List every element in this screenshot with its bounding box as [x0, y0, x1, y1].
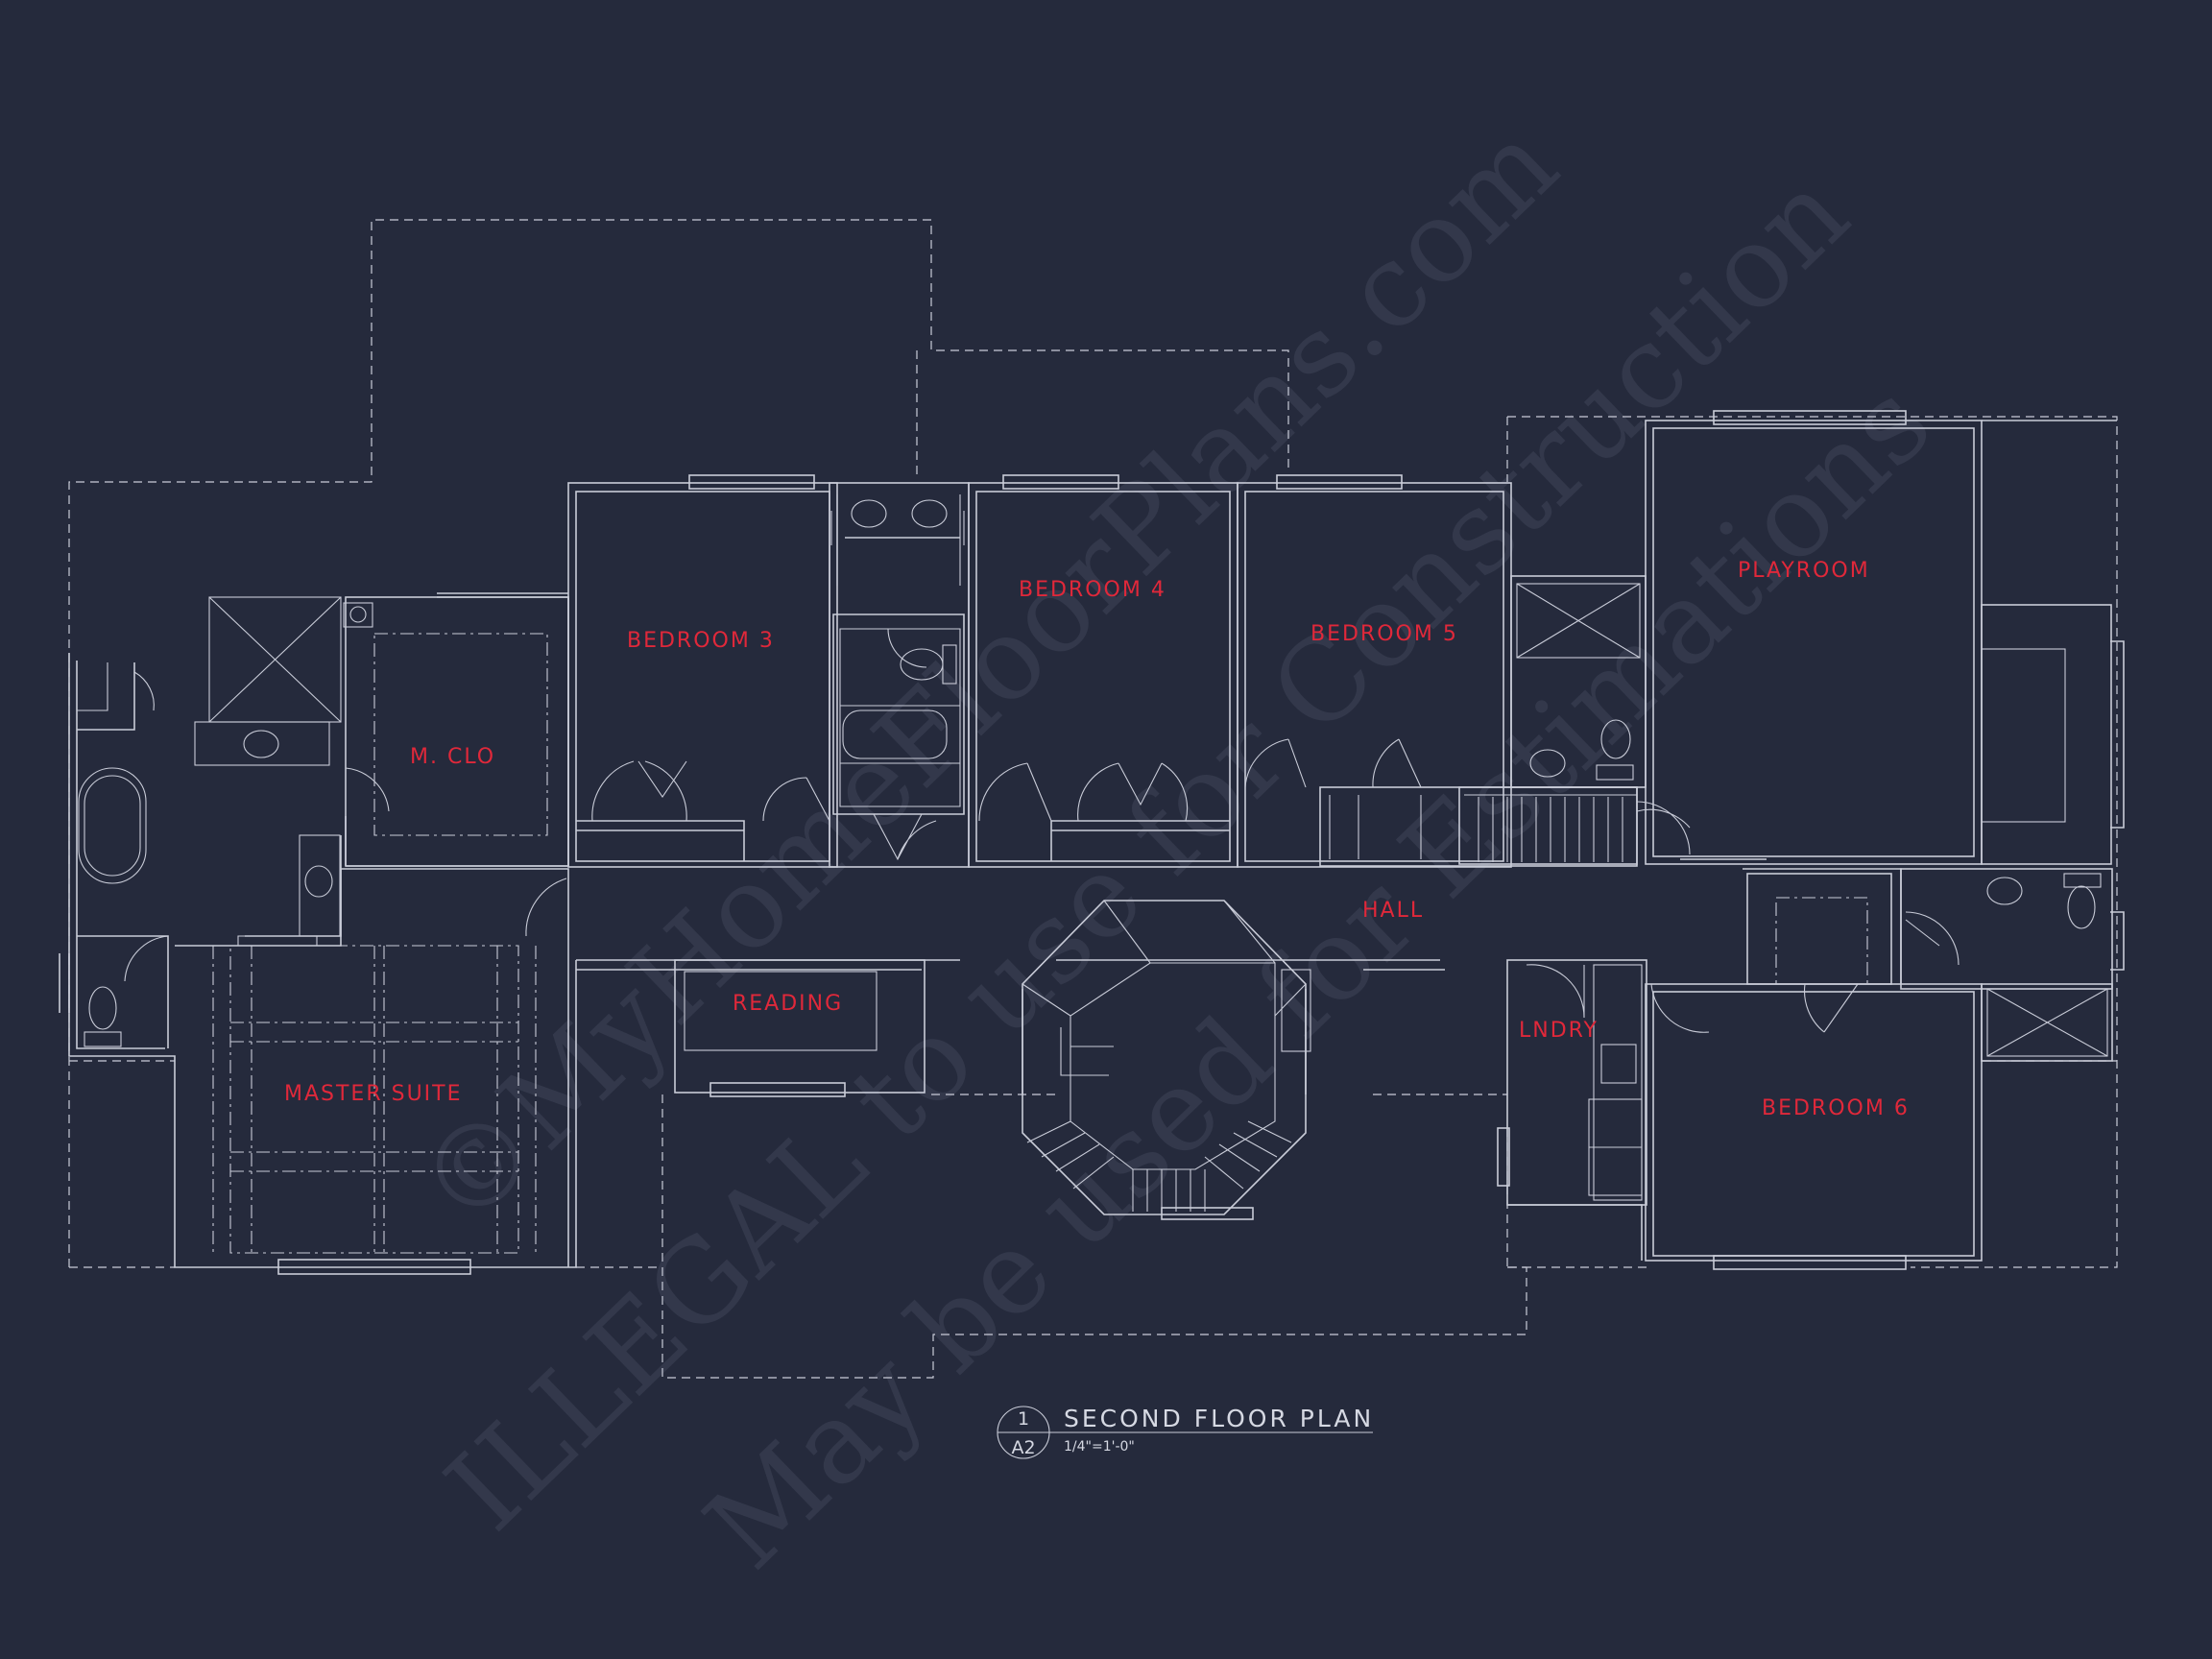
room-label-hall: HALL	[1362, 899, 1424, 923]
room-label-bedroom-5: BEDROOM 5	[1310, 622, 1458, 646]
walls	[59, 410, 2125, 1275]
room-label-playroom: PLAYROOM	[1738, 559, 1870, 583]
room-label-bedroom-6: BEDROOM 6	[1762, 1096, 1910, 1120]
watermark: ©MyHomeFloorPlans.com ILLEGAL to use for…	[393, 97, 1956, 1594]
room-label-laundry: LNDRY	[1519, 1019, 1599, 1043]
room-label-reading: READING	[733, 992, 843, 1016]
room-labels: BEDROOM 3 BEDROOM 4 BEDROOM 5 PLAYROOM M…	[284, 559, 1910, 1120]
room-label-bedroom-3: BEDROOM 3	[627, 629, 775, 653]
plan-scale: 1/4"=1'-0"	[1064, 1439, 1135, 1455]
roof-outline	[68, 219, 2118, 1379]
watermark-line-2: ILLEGAL to use for Construction	[421, 147, 1873, 1555]
room-label-bedroom-4: BEDROOM 4	[1019, 578, 1166, 602]
plan-title: SECOND FLOOR PLAN	[1064, 1405, 1374, 1432]
room-label-master-closet: M. CLO	[410, 745, 495, 769]
room-label-master-suite: MASTER SUITE	[284, 1082, 463, 1106]
sheet-number: A2	[1011, 1437, 1035, 1458]
detail-number: 1	[1018, 1408, 1029, 1430]
title-block: 1 A2 SECOND FLOOR PLAN 1/4"=1'-0"	[997, 1405, 1374, 1459]
